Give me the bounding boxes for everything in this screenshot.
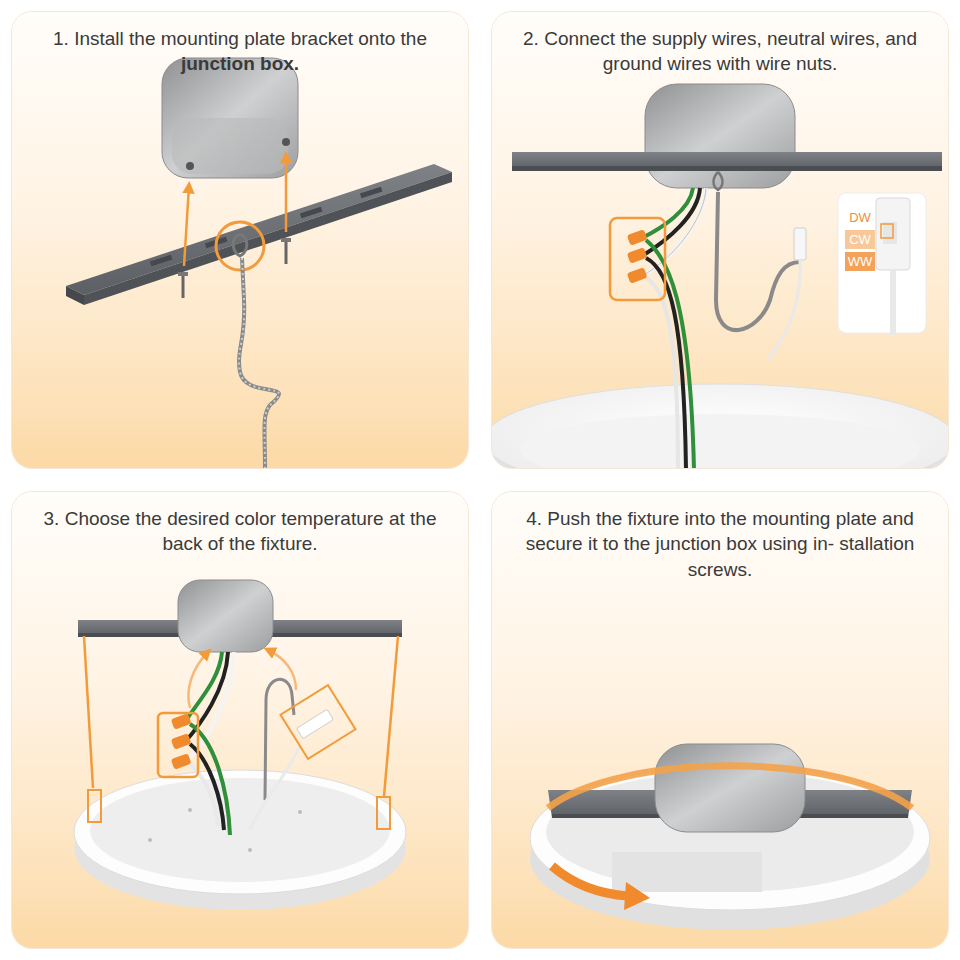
step3-illustration-part [171,733,192,749]
step2-illustration-part [714,172,723,190]
step1-illustration-part [182,276,185,298]
step1-illustration-part [282,138,290,146]
step1-illustration-part [66,164,452,295]
step2-illustration-part [768,260,800,360]
step4-illustration-part [624,882,650,910]
step3-illustration-part [148,838,152,842]
step1-illustration-part [162,58,298,178]
step3-illustration-part [188,808,192,812]
step2-illustration-part [642,188,693,238]
step1-illustration-part [233,234,247,256]
step3-illustration-part [74,770,406,894]
step3-illustration-part [171,713,192,729]
step1-illustration-part [281,238,291,242]
step2-illustration-part [876,198,910,270]
step-instruction: 4. Push the fixture into the mounting pl… [508,506,932,582]
step1-illustration-part [178,272,188,276]
step2-illustration-part [520,414,920,468]
color-temp-label: WW [845,252,875,271]
step2-illustration-part [627,247,648,263]
step1-illustration-part [300,207,322,219]
step1-illustration-part [285,242,288,264]
color-temp-label: CW [845,230,875,249]
step1-illustration-part [186,162,194,170]
step2-illustration-part [881,224,893,238]
step2-illustration-part [627,229,648,245]
step3-illustration-part [297,709,334,738]
step4-illustration-part [548,766,912,808]
step2-illustration [492,84,948,468]
step3-illustration-part [280,685,355,759]
step2-illustration-part [512,152,942,170]
step3-illustration-part [190,744,224,830]
step2-illustration-part [512,166,942,171]
step2-illustration-part [492,384,948,468]
step1-illustration-part [239,258,279,468]
step-instruction: 3. Choose the desired color temperature … [28,506,452,557]
step3-illustration-part [377,797,390,829]
step3-illustration-part [185,652,222,722]
step3-illustration-part [250,745,300,830]
step3-illustration-part [84,636,93,788]
step-text-block: 2. Connect the supply wires, neutral wir… [508,26,932,77]
step3-illustration-part [268,650,296,690]
step2-illustration-part [794,228,806,260]
step1-illustration-part [239,258,279,468]
step1-illustration-part [216,222,264,270]
step3-illustration-part [190,764,218,826]
step2-illustration-part [716,192,800,330]
step-text-block: 4. Push the fixture into the mounting pl… [508,506,932,582]
step1-illustration-part [150,255,172,267]
step3-illustration-part [158,713,198,777]
step4-illustration-part [552,866,628,896]
step3-illustration-part [298,810,302,814]
step3-illustration-part [88,790,101,822]
step3-illustration [74,580,406,910]
step-instruction: 2. Connect the supply wires, neutral wir… [508,26,932,77]
step1-illustration-part [66,286,84,305]
step2-illustration-part [838,193,926,333]
step-emphasis: junction box. [28,51,452,76]
step-text-block: 1. Install the mounting plate bracket on… [28,26,452,77]
step3-illustration-part [248,848,252,852]
step1-illustration-part [84,172,452,305]
step3-illustration-part [90,778,390,882]
step-instruction: 1. Install the mounting plate bracket on… [28,26,452,51]
step2-illustration-part [646,240,694,468]
step2-illustration-part [890,270,896,335]
step3-illustration-part [171,753,192,769]
step2-illustration-part [883,222,897,244]
step-text-block: 3. Choose the desired color temperature … [28,506,452,557]
step4-illustration-part [655,744,805,832]
step4-illustration [530,744,930,930]
step1-illustration-part [360,187,382,199]
step3-illustration-part [188,652,208,708]
step2-illustration-part [646,278,678,468]
step2-illustration-part [627,267,648,283]
step1-illustration [66,58,452,468]
step1-illustration-part [285,156,288,232]
step3-illustration-part [384,636,398,796]
step3-illustration-part [185,652,228,742]
step1-illustration-part [172,118,288,174]
step3-illustration-part [190,724,230,835]
step3-illustration-part [178,580,273,652]
step1-illustration-part [184,186,189,266]
color-temp-label: DW [845,208,875,227]
step2-illustration-part [610,218,665,300]
step4-illustration-part [612,852,762,892]
